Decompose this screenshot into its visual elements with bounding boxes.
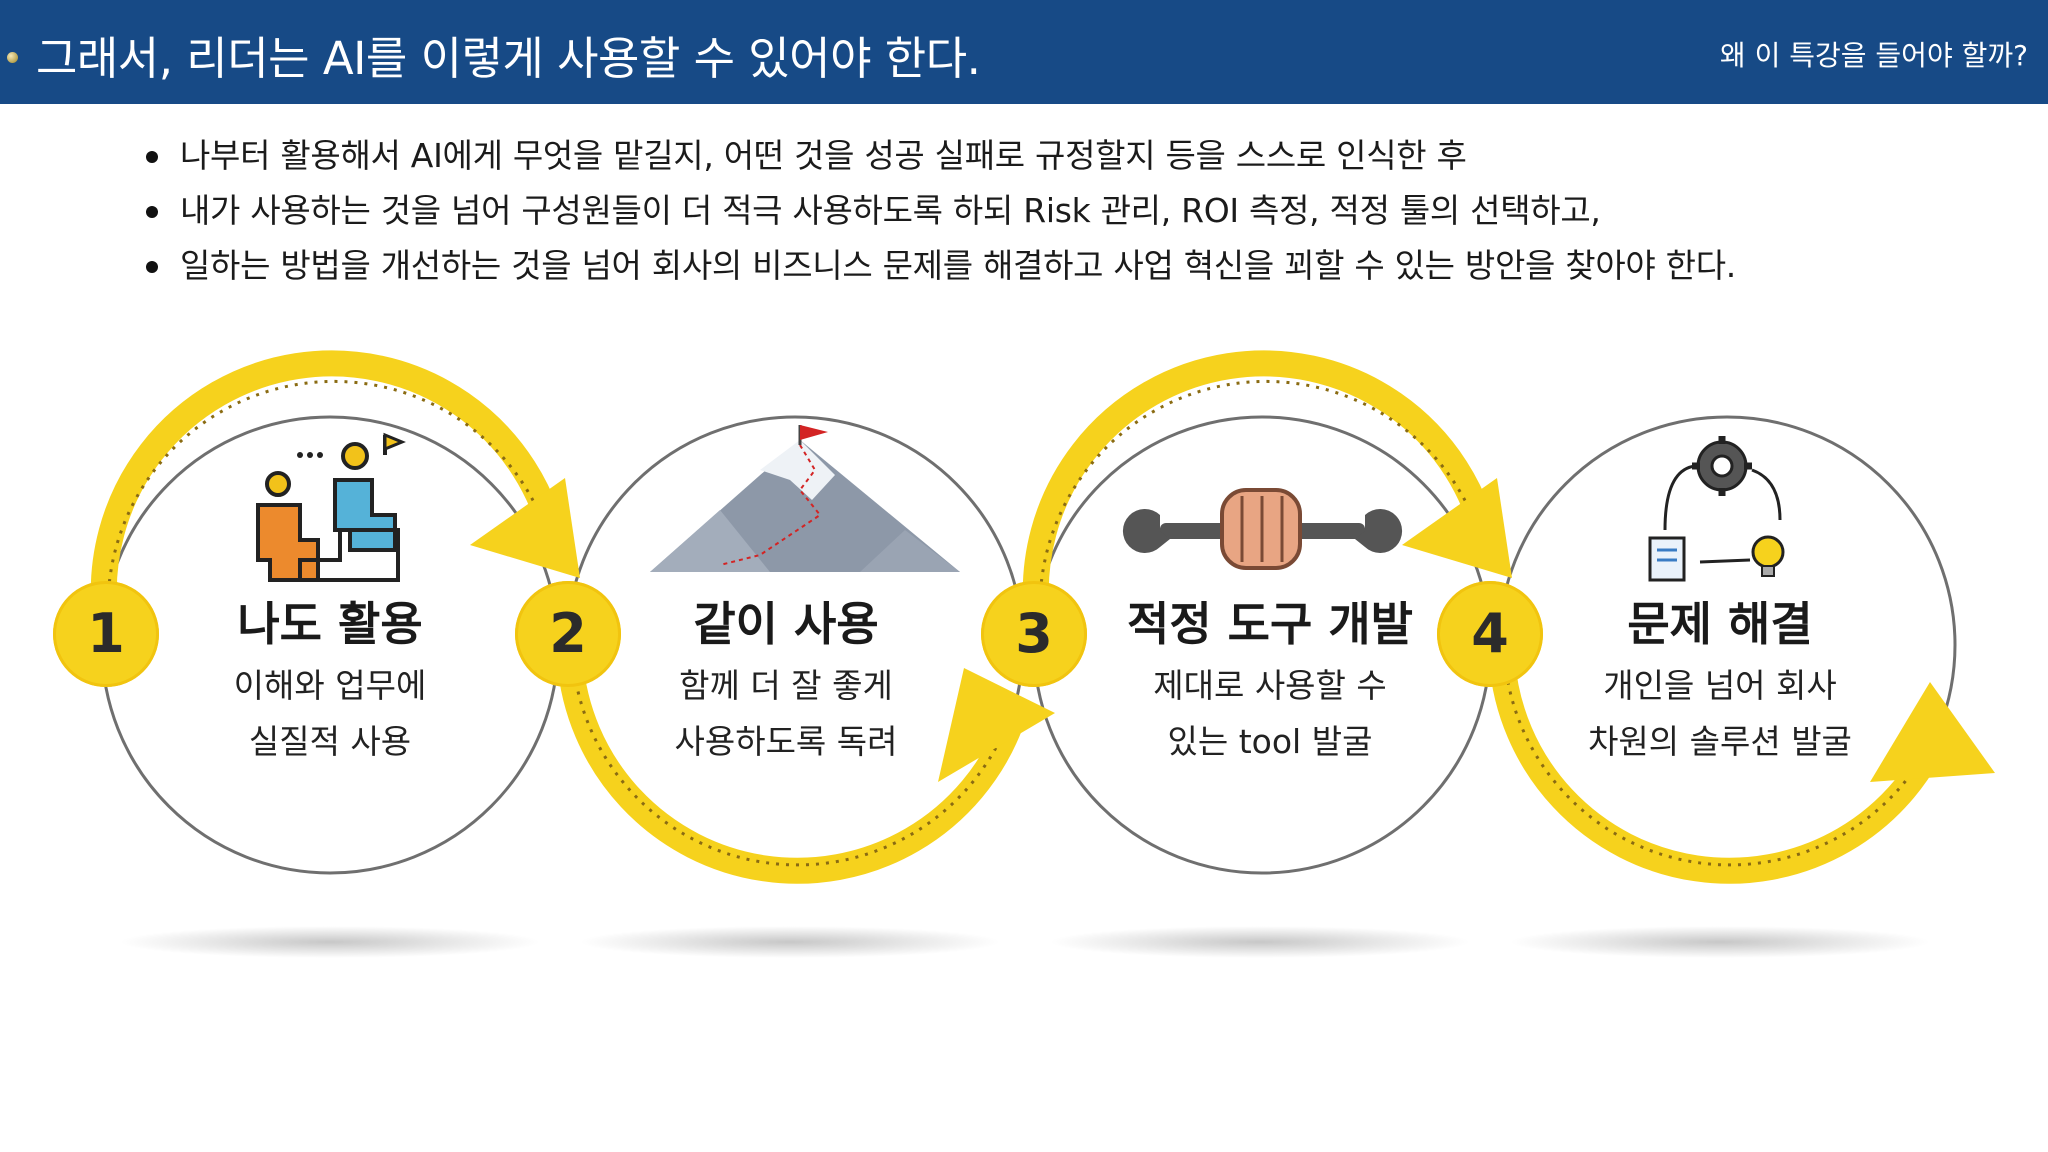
step-title-1: 나도 활용 — [237, 597, 423, 651]
bullet-item: 내가 사용하는 것을 넘어 구성원들이 더 적극 사용하도록 하되 Risk 관… — [146, 183, 1736, 238]
arrow-head-icon — [1402, 478, 1512, 578]
step-title-2: 같이 사용 — [693, 597, 879, 651]
wrench-fist-icon — [1122, 488, 1403, 570]
circle-shadow — [120, 926, 540, 958]
arrow-head-icon — [470, 478, 580, 578]
bullet-list: 나부터 활용해서 AI에게 무엇을 맡길지, 어떤 것을 성공 실패로 규정할지… — [146, 128, 1736, 293]
step-number-4: 4 — [1437, 581, 1543, 687]
step-number-3: 3 — [981, 581, 1087, 687]
bullet-dot-icon — [146, 261, 158, 273]
circle-shadow — [1510, 926, 1930, 958]
step-title-3: 적정 도구 개발 — [1127, 597, 1413, 651]
bullet-icon — [7, 52, 18, 63]
arrow-head-icon — [938, 668, 1055, 782]
slide-title: 그래서, 리더는 AI를 이렇게 사용할 수 있어야 한다. — [36, 32, 981, 85]
step-title-4: 문제 해결 — [1627, 597, 1813, 651]
bullet-item: 일하는 방법을 개선하는 것을 넘어 회사의 비즈니스 문제를 해결하고 사업 … — [146, 238, 1736, 293]
circle-shadow — [580, 926, 1000, 958]
arrow-head-icon — [1870, 682, 1995, 782]
yellow-arc-4 — [1489, 658, 1955, 884]
climbing-helper-icon — [256, 432, 406, 582]
gear-idea-cycle-icon — [1648, 436, 1785, 582]
circle-shadow — [1050, 926, 1470, 958]
bullet-dot-icon — [146, 151, 158, 163]
yellow-arc-2 — [557, 658, 1023, 884]
bullet-dot-icon — [146, 206, 158, 218]
step-number-2: 2 — [515, 581, 621, 687]
bullet-item: 나부터 활용해서 AI에게 무엇을 맡길지, 어떤 것을 성공 실패로 규정할지… — [146, 128, 1736, 183]
yellow-arc-1 — [90, 350, 568, 617]
slide-subtitle: 왜 이 특강을 들어야 할까? — [1719, 39, 2028, 72]
header-bar: 그래서, 리더는 AI를 이렇게 사용할 수 있어야 한다. 왜 이 특강을 들… — [0, 0, 2048, 104]
mountain-flag-icon — [650, 425, 960, 572]
yellow-arc-3 — [1022, 350, 1500, 617]
step-number-1: 1 — [53, 581, 159, 687]
